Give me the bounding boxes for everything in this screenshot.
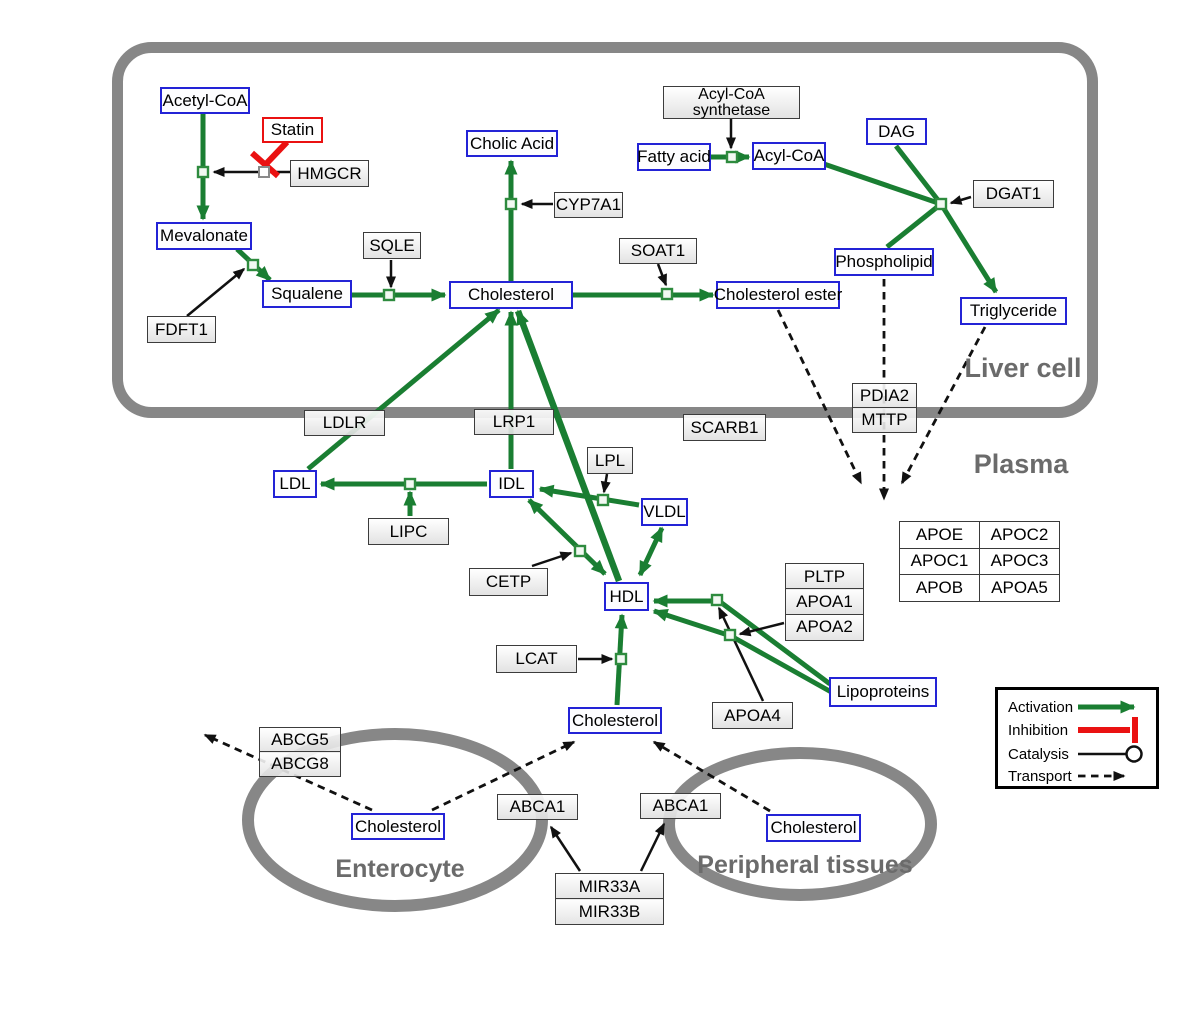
node-sqle[interactable]: SQLE: [363, 232, 421, 259]
node-acyl-coa[interactable]: Acyl-CoA: [752, 142, 826, 170]
node-ldlr[interactable]: LDLR: [304, 410, 385, 436]
node-mir33b[interactable]: MIR33B: [555, 898, 664, 926]
node-statin[interactable]: Statin: [262, 117, 323, 143]
node-cyp7a1[interactable]: CYP7A1: [554, 192, 623, 218]
node-mir33a[interactable]: MIR33A: [555, 873, 664, 900]
legend-transport-label: Transport: [1008, 768, 1072, 785]
plasma-label: Plasma: [973, 449, 1069, 479]
node-cetp[interactable]: CETP: [469, 568, 548, 596]
legend-symbols: [995, 687, 1159, 789]
node-cholesterol-plasma[interactable]: Cholesterol: [568, 707, 662, 734]
node-pltp[interactable]: PLTP: [785, 563, 864, 590]
node-ldl[interactable]: LDL: [273, 470, 317, 498]
inhibition-target-square: [258, 166, 270, 178]
node-mttp[interactable]: MTTP: [852, 407, 917, 434]
compartment-outlines: [112, 42, 1098, 912]
inhibition-edge: [250, 139, 290, 179]
node-lcat[interactable]: LCAT: [496, 645, 577, 673]
node-mevalonate[interactable]: Mevalonate: [156, 222, 252, 250]
node-lipoproteins[interactable]: Lipoproteins: [829, 677, 937, 707]
node-lpl[interactable]: LPL: [587, 447, 633, 474]
node-scarb1[interactable]: SCARB1: [683, 414, 766, 441]
node-apoc2[interactable]: APOC2: [980, 522, 1060, 549]
node-triglyceride[interactable]: Triglyceride: [960, 297, 1067, 325]
node-cholesterol-enterocyte[interactable]: Cholesterol: [351, 813, 445, 840]
peripheral-tissues-outline: [663, 747, 937, 901]
node-abca1-right[interactable]: ABCA1: [640, 793, 721, 819]
catalysis-edges: [186, 119, 972, 872]
node-lipc[interactable]: LIPC: [368, 518, 449, 545]
node-apoa2[interactable]: APOA2: [785, 613, 864, 641]
liver-cell-label: Liver cell: [964, 353, 1082, 383]
legend-catalysis-circle: [1125, 745, 1143, 763]
node-fatty-acid[interactable]: Fatty acid: [637, 143, 711, 171]
stack-mir33: MIR33A MIR33B: [555, 873, 664, 926]
liver-cell-outline: [112, 42, 1098, 418]
node-cholesterol-peripheral[interactable]: Cholesterol: [766, 814, 861, 842]
node-apoa1[interactable]: APOA1: [785, 588, 864, 616]
node-apoa5[interactable]: APOA5: [980, 575, 1060, 602]
node-abca1-left[interactable]: ABCA1: [497, 794, 578, 820]
node-dag[interactable]: DAG: [866, 118, 927, 145]
apo-table: APOE APOC2 APOC1 APOC3 APOB APOA5: [899, 521, 1060, 602]
node-abcg5[interactable]: ABCG5: [259, 727, 341, 753]
node-dgat1[interactable]: DGAT1: [973, 180, 1054, 208]
node-apoa4[interactable]: APOA4: [712, 702, 793, 729]
stack-pdia2-mttp: PDIA2 MTTP: [852, 383, 917, 434]
node-vldl[interactable]: VLDL: [641, 498, 688, 526]
node-squalene[interactable]: Squalene: [262, 280, 352, 308]
node-acetyl-coa[interactable]: Acetyl-CoA: [160, 87, 250, 114]
node-acyl-coa-synthetase[interactable]: Acyl-CoA synthetase: [663, 86, 800, 119]
node-lrp1[interactable]: LRP1: [474, 409, 554, 435]
enterocyte-outline: [242, 728, 548, 912]
legend-inhibition-label: Inhibition: [1008, 722, 1069, 739]
legend-catalysis-label: Catalysis: [1008, 746, 1069, 763]
node-fdft1[interactable]: FDFT1: [147, 316, 216, 343]
node-cholesterol-ester[interactable]: Cholesterol ester: [714, 281, 842, 309]
node-apoc3[interactable]: APOC3: [980, 548, 1060, 575]
node-idl[interactable]: IDL: [489, 470, 534, 498]
stack-abcg: ABCG5 ABCG8: [259, 727, 341, 778]
legend-activation-label: Activation: [1008, 699, 1074, 716]
node-apoe[interactable]: APOE: [900, 522, 980, 549]
node-pdia2[interactable]: PDIA2: [852, 383, 917, 409]
node-hdl[interactable]: HDL: [604, 582, 649, 611]
reaction-squares: [196, 150, 948, 666]
peripheral-tissues-label: Peripheral tissues: [697, 851, 913, 879]
stack-pltp-apoa: PLTP APOA1 APOA2: [785, 563, 864, 641]
node-soat1[interactable]: SOAT1: [619, 238, 697, 264]
node-apoc1[interactable]: APOC1: [900, 548, 980, 575]
node-cholesterol-liver[interactable]: Cholesterol: [449, 281, 573, 309]
node-abcg8[interactable]: ABCG8: [259, 751, 341, 778]
node-cholic-acid[interactable]: Cholic Acid: [466, 130, 558, 157]
enterocyte-label: Enterocyte: [335, 855, 465, 883]
node-phospholipid[interactable]: Phospholipid: [834, 248, 934, 276]
node-apob[interactable]: APOB: [900, 575, 980, 602]
node-hmgcr[interactable]: HMGCR: [290, 160, 369, 187]
